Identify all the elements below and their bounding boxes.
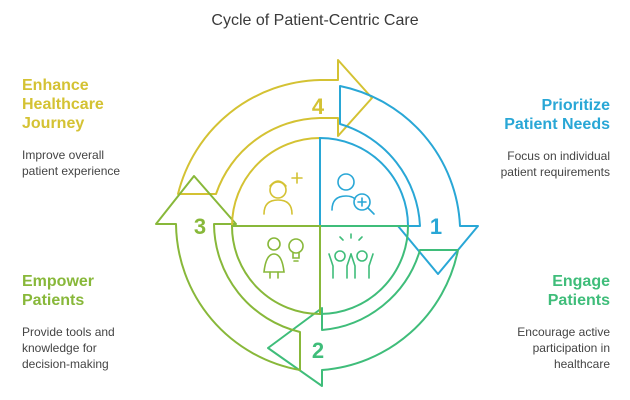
step-1-block: Prioritize Patient Needs Focus on indivi… — [460, 96, 610, 180]
step-3-description: Provide tools and knowledge for decision… — [22, 325, 115, 371]
quadrant-bottom-right — [319, 225, 410, 316]
step-number-2: 2 — [312, 338, 324, 363]
person-idea-icon — [263, 237, 304, 279]
step-4-block: Enhance Healthcare Journey Improve overa… — [22, 76, 172, 179]
step-3-heading: Empower Patients — [22, 273, 95, 309]
step-2-heading: Engage Patients — [547, 273, 610, 309]
group-celebrate-icon — [328, 233, 374, 279]
step-number-1: 1 — [430, 214, 442, 239]
step-4-heading: Enhance Healthcare Journey — [22, 77, 104, 132]
step-number-3: 3 — [194, 214, 206, 239]
step-1-description: Focus on individual patient requirements — [500, 149, 610, 179]
arrow-step-4 — [177, 59, 373, 195]
arrow-step-1 — [339, 85, 479, 275]
quadrant-top-right — [319, 136, 410, 227]
nurse-care-icon — [263, 172, 303, 215]
quadrant-top-left — [230, 136, 321, 227]
patient-search-icon — [331, 173, 375, 215]
step-4-description: Improve overall patient experience — [22, 148, 121, 178]
arrow-step-3 — [155, 175, 301, 371]
step-1-heading: Prioritize Patient Needs — [504, 97, 610, 133]
diagram-title: Cycle of Patient-Centric Care — [211, 12, 419, 29]
step-number-4: 4 — [312, 94, 325, 119]
arrow-step-2 — [267, 249, 459, 387]
step-3-block: Empower Patients Provide tools and knowl… — [22, 272, 172, 372]
step-2-description: Encourage active participation in health… — [517, 325, 610, 371]
quadrant-bottom-left — [230, 225, 321, 316]
step-2-block: Engage Patients Encourage active partici… — [460, 272, 610, 372]
